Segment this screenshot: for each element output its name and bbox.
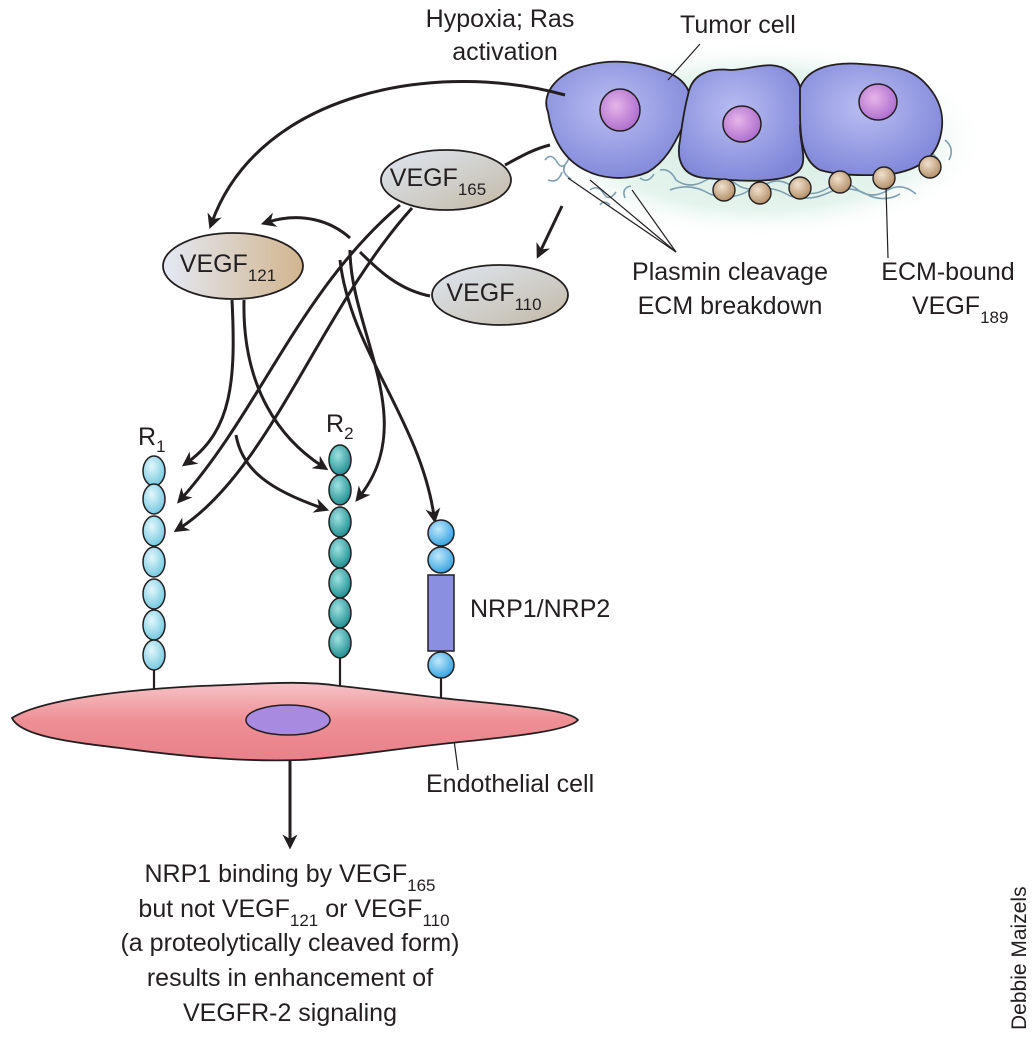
receptor-r2-domain — [328, 627, 352, 659]
r2-subscript: 2 — [344, 424, 353, 443]
label-pointers — [451, 43, 889, 771]
arrow-165-to-121 — [260, 212, 352, 240]
svg-text:NRP1 binding by VEGF165: NRP1 binding by VEGF165 — [145, 860, 436, 895]
ecm-bound-vegf-beads — [712, 155, 942, 205]
vegf165-subscript: 165 — [458, 180, 486, 199]
nrp-body — [427, 574, 455, 652]
receptor-r1-domain — [142, 578, 166, 610]
r2-label: R — [326, 410, 344, 438]
ecm-bound-vegf-bead — [788, 176, 812, 200]
endothelial-cell — [10, 681, 580, 762]
receptor-r1-domain — [142, 455, 166, 487]
receptor-r1-domain — [142, 609, 166, 641]
receptor-r2-domain — [328, 597, 352, 629]
vegf121-ellipse: VEGF121 — [162, 232, 304, 300]
endothelial-nucleus — [245, 704, 331, 736]
tumor-nucleus — [722, 105, 762, 143]
receptor-r1-domain — [142, 546, 166, 578]
caption-line5: VEGFR-2 signaling — [183, 999, 397, 1027]
caption-line1-subscript: 165 — [407, 876, 435, 895]
caption-line2-subscript-a: 121 — [290, 911, 318, 930]
arrow-165-to-r2a — [234, 434, 330, 513]
receptor-r1 — [142, 455, 166, 671]
caption-line2-subscript-b: 110 — [422, 911, 449, 930]
tumor-nucleus — [599, 88, 641, 132]
caption: NRP1 binding by VEGF165 but not VEGF121 … — [120, 860, 459, 1027]
tumor-nucleus — [858, 83, 898, 121]
svg-text:VEGF165: VEGF165 — [390, 164, 486, 199]
stimulus-label-line2: activation — [452, 38, 558, 66]
svg-text:VEGF121: VEGF121 — [180, 250, 276, 285]
vegf165-label: VEGF — [390, 164, 458, 192]
tumor-cell-label: Tumor cell — [680, 11, 796, 39]
ecm-bound-label-line2: VEGF — [912, 292, 980, 320]
arrow-to-vegf165 — [504, 143, 551, 167]
arrow-165-to-r1b — [173, 206, 414, 533]
arrow-121-to-r1 — [181, 299, 235, 467]
vegf121-subscript: 121 — [248, 266, 276, 285]
nrp-domain — [427, 519, 455, 547]
caption-line3: (a proteolytically cleaved form) — [120, 929, 459, 957]
ecm-bound-label-line1: ECM-bound — [881, 258, 1014, 286]
arrow-to-vegf110 — [536, 205, 564, 259]
arrow-165-to-nrp — [338, 259, 441, 524]
caption-line2-b: or VEGF — [318, 895, 422, 923]
arrow-121-to-r2 — [242, 299, 329, 471]
receptor-r2 — [328, 444, 352, 659]
r1-subscript: 1 — [156, 437, 165, 456]
receptor-r1-domain — [142, 639, 166, 671]
plasmin-label-line1: Plasmin cleavage — [632, 258, 828, 286]
caption-line4: results in enhancement of — [147, 964, 433, 992]
vegf165-ellipse: VEGF165 — [380, 149, 512, 211]
svg-text:but not VEGF121 or VEGF110: but not VEGF121 or VEGF110 — [138, 895, 449, 930]
receptor-r1-domain — [142, 515, 166, 547]
nrp-coreceptor — [427, 519, 455, 679]
caption-line2-a: but not VEGF — [138, 895, 289, 923]
arrow-to-vegf121 — [207, 80, 566, 230]
vegf121-label: VEGF — [180, 250, 248, 278]
receptor-r2-domain — [328, 506, 352, 538]
receptor-r2-domain — [328, 474, 352, 506]
svg-text:VEGF189: VEGF189 — [912, 292, 1008, 327]
ecm-bound-vegf-bead — [918, 155, 942, 179]
nrp-domain — [427, 546, 455, 574]
arrow-165-to-r1a — [177, 203, 401, 504]
tumor-cell-3 — [799, 62, 944, 177]
receptor-r2-domain — [328, 444, 352, 476]
ecm-bound-vegf-bead — [712, 178, 736, 202]
ecm-bound-vegf-bead — [872, 166, 896, 190]
svg-text:VEGF110: VEGF110 — [446, 279, 541, 314]
vegf110-label: VEGF — [446, 279, 514, 307]
receptor-r2-domain — [328, 567, 352, 599]
vegf110-ellipse: VEGF110 — [431, 264, 569, 326]
ecm-bound-vegf-bead — [748, 181, 772, 205]
ecm-bound-vegf-bead — [828, 170, 852, 194]
svg-text:R2: R2 — [326, 410, 354, 443]
plasmin-label-line2: ECM breakdown — [638, 292, 823, 320]
nrp-label: NRP1/NRP2 — [470, 595, 610, 623]
artist-credit: Debbie Maizels — [1008, 886, 1031, 1030]
vegf110-subscript: 110 — [514, 295, 541, 314]
svg-text:R1: R1 — [138, 423, 166, 456]
tumor-cell-2 — [678, 64, 805, 182]
tumor-cell-1 — [545, 60, 692, 179]
ecm-bound-subscript: 189 — [980, 308, 1008, 327]
r1-label: R — [138, 423, 156, 451]
receptor-r1-domain — [142, 483, 166, 515]
receptor-r2-domain — [328, 537, 352, 569]
stimulus-label-line1: Hypoxia; Ras — [426, 5, 575, 33]
signal-arrows — [173, 80, 566, 850]
arrow-165-to-r2b — [348, 249, 386, 502]
caption-line1: NRP1 binding by VEGF — [145, 860, 408, 888]
arrow-165-to-110 — [358, 250, 431, 298]
endothelial-cell-label: Endothelial cell — [426, 770, 594, 798]
nrp-domain — [427, 651, 455, 679]
